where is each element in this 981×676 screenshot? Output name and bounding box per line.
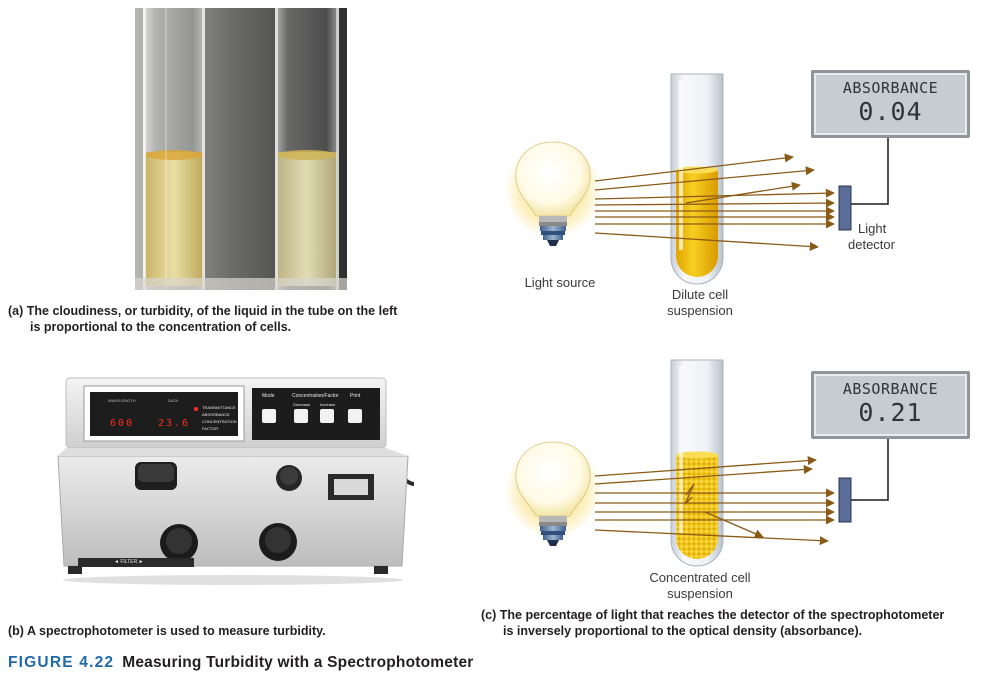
concentration-factor-label: Concentration/Factor <box>292 393 339 399</box>
absorbance-value-top: 0.04 <box>858 97 923 126</box>
mode-concentration: CONCENTRATION <box>202 419 237 424</box>
absorbance-display-top: ABSORBANCE 0.04 <box>811 70 970 138</box>
light-bulb-icon <box>515 441 591 546</box>
spectrophotometer-illustration <box>57 377 415 585</box>
detector-wire-bottom <box>851 436 889 501</box>
wavelength-display: 600 <box>110 418 135 429</box>
tubes-photo <box>135 8 347 290</box>
caption-a-line1: (a) The cloudiness, or turbidity, of the… <box>8 304 398 318</box>
light-source-label: Light source <box>524 275 596 290</box>
figure-number: FIGURE 4.22 <box>8 654 115 671</box>
light-bulb-icon <box>515 141 591 246</box>
light-detector-label-line2: detector <box>848 237 895 252</box>
light-detector-bottom <box>838 477 852 523</box>
mode-indicator-led <box>194 407 198 411</box>
mode-factor: FACTOR <box>202 426 219 431</box>
concentrated-tube-label-line1: Concentrated cell <box>649 570 751 585</box>
data-window-label: DATA <box>168 398 179 403</box>
absorbance-label-bottom: ABSORBANCE <box>842 380 939 398</box>
concentrated-tube-label-line2: suspension <box>667 586 733 601</box>
light-detector-label: Light detector <box>848 221 928 253</box>
dilute-tube-label-line2: suspension <box>667 303 733 318</box>
figure-title: FIGURE 4.22 Measuring Turbidity with a Sp… <box>8 654 474 672</box>
mode-absorbance: ABSORBANCE <box>202 412 230 417</box>
light-rays-top <box>594 153 835 252</box>
data-display: 23.6 <box>158 418 191 429</box>
increase-button-label: Increase <box>320 402 336 407</box>
light-rays-bottom <box>594 456 835 546</box>
caption-a: (a) The cloudiness, or turbidity, of the… <box>8 303 448 335</box>
decrease-button-label: Decrease <box>293 402 311 407</box>
mode-button-label: Mode <box>262 393 275 399</box>
top-diagram <box>505 73 889 285</box>
caption-a-line2: is proportional to the concentration of … <box>30 320 292 334</box>
dilute-tube-label: Dilute cell suspension <box>640 287 760 319</box>
mode-transmittance: TRANSMITTANCE <box>202 405 236 410</box>
caption-c-line2: is inversely proportional to the optical… <box>503 624 863 638</box>
light-detector-top <box>838 185 852 231</box>
caption-b: (b) A spectrophotometer is used to measu… <box>8 624 326 638</box>
print-button-label: Print <box>350 393 361 399</box>
caption-c: (c) The percentage of light that reaches… <box>481 607 979 639</box>
absorbance-label-top: ABSORBANCE <box>842 79 939 97</box>
filter-label: ◄ FILTER ► <box>114 559 144 565</box>
figure-title-text: Measuring Turbidity with a Spectrophotom… <box>122 654 474 671</box>
tubes-photo-illustration <box>135 8 347 290</box>
caption-c-line1: (c) The percentage of light that reaches… <box>481 608 945 622</box>
dilute-tube-label-line1: Dilute cell <box>671 287 729 302</box>
wavelength-window-label: WAVELENGTH <box>108 398 136 403</box>
detector-wire-top <box>851 135 889 205</box>
spectrophotometer-photo: WAVELENGTH DATA 600 23.6 TRANSMITTANCE A… <box>52 376 415 606</box>
concentrated-tube-label: Concentrated cell suspension <box>625 570 775 602</box>
bottom-diagram <box>505 359 889 567</box>
absorbance-value-bottom: 0.21 <box>858 398 923 427</box>
light-detector-label-line1: Light <box>858 221 887 236</box>
absorbance-display-bottom: ABSORBANCE 0.21 <box>811 371 970 439</box>
